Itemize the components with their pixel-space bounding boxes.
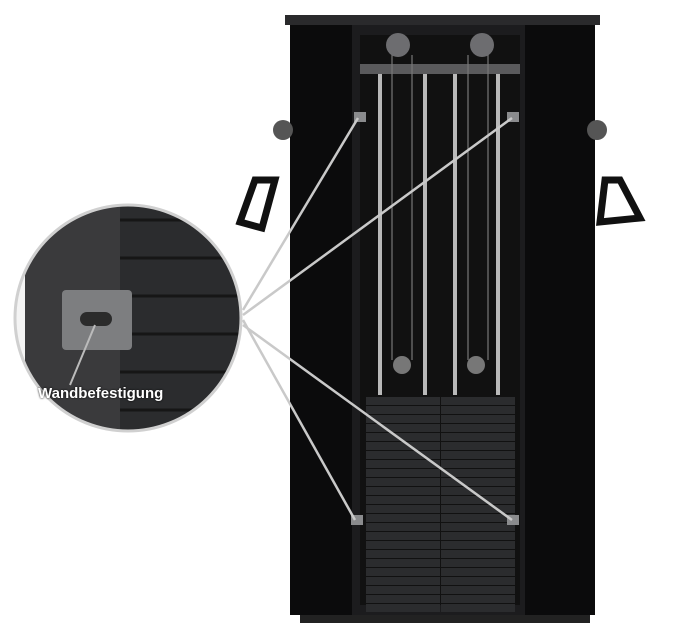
weight-plate bbox=[441, 433, 515, 441]
weight-plate bbox=[366, 433, 440, 441]
weight-plate bbox=[366, 586, 440, 594]
weight-plate bbox=[441, 487, 515, 495]
weight-plate bbox=[441, 550, 515, 558]
stack-pulley-right bbox=[467, 356, 485, 374]
weight-plate bbox=[441, 577, 515, 585]
weight-plate bbox=[366, 424, 440, 432]
weight-plate bbox=[366, 415, 440, 423]
wall-mount-label: Wandbefestigung bbox=[38, 385, 164, 402]
cabinet bbox=[285, 15, 600, 623]
right-handle bbox=[587, 120, 646, 226]
weight-plate bbox=[441, 478, 515, 486]
weight-plate bbox=[441, 568, 515, 576]
weight-plate bbox=[441, 595, 515, 603]
weight-plate bbox=[441, 415, 515, 423]
weight-plate bbox=[366, 442, 440, 450]
callout-lines bbox=[241, 116, 513, 522]
magnifier-detail bbox=[16, 206, 240, 430]
right-side-panel bbox=[525, 25, 595, 615]
weight-plate bbox=[441, 469, 515, 477]
brackets bbox=[351, 112, 519, 525]
weight-plate bbox=[366, 451, 440, 459]
top-crossbar bbox=[360, 64, 520, 74]
weight-plate bbox=[441, 604, 515, 612]
weight-plate bbox=[366, 577, 440, 585]
weight-plate bbox=[441, 406, 515, 414]
weight-plate bbox=[366, 541, 440, 549]
weight-plate bbox=[441, 514, 515, 522]
weight-stacks bbox=[366, 397, 515, 612]
weight-plate bbox=[366, 595, 440, 603]
weight-plate bbox=[366, 460, 440, 468]
top-pulley-left bbox=[386, 33, 410, 57]
weight-plate bbox=[366, 559, 440, 567]
weight-plate bbox=[441, 460, 515, 468]
top-pulley-right bbox=[470, 33, 494, 57]
weight-plate bbox=[441, 442, 515, 450]
weight-plate bbox=[441, 397, 515, 405]
weight-plate bbox=[441, 424, 515, 432]
weight-plate bbox=[366, 496, 440, 504]
weight-plate bbox=[366, 568, 440, 576]
weight-plate bbox=[441, 523, 515, 531]
weight-plate bbox=[366, 478, 440, 486]
weight-plate bbox=[366, 532, 440, 540]
weight-plate bbox=[366, 514, 440, 522]
left-side-panel bbox=[290, 25, 352, 615]
weight-plate bbox=[441, 586, 515, 594]
weight-plate bbox=[366, 397, 440, 405]
stack-pulley-left bbox=[393, 356, 411, 374]
weight-plate bbox=[366, 469, 440, 477]
weight-plate bbox=[441, 532, 515, 540]
weight-plate bbox=[441, 541, 515, 549]
weight-plate bbox=[441, 496, 515, 504]
left-handle bbox=[235, 120, 293, 233]
weight-plate bbox=[441, 451, 515, 459]
weight-plate bbox=[366, 523, 440, 531]
cables bbox=[391, 55, 489, 360]
weight-plate bbox=[366, 505, 440, 513]
weight-plate bbox=[366, 604, 440, 612]
weight-plate bbox=[366, 406, 440, 414]
weight-plate bbox=[366, 550, 440, 558]
weight-plate bbox=[441, 505, 515, 513]
weight-plate bbox=[366, 487, 440, 495]
weight-plate bbox=[441, 559, 515, 567]
